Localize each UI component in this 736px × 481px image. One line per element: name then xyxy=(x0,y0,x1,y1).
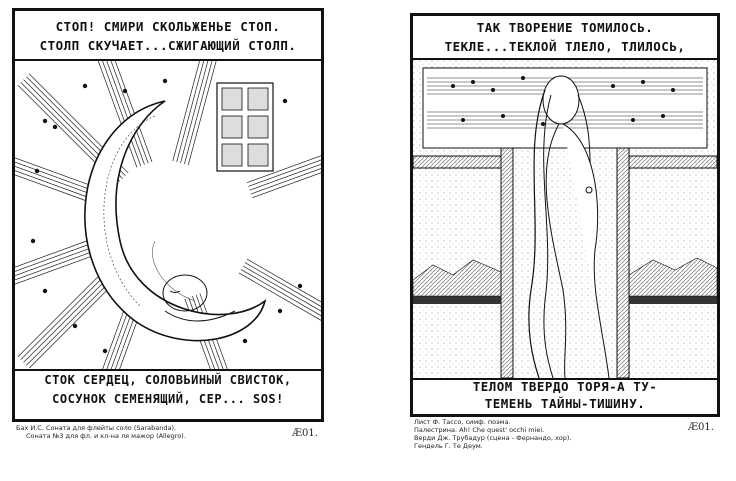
right-music-notes: Лист Ф. Тассо, симф. поэма. Палестрина. … xyxy=(414,418,572,450)
left-bottom-caption: СТОК СЕРДЕЦ, СОЛОВЬИНЫЙ СВИСТОК, СОСУНОК… xyxy=(15,371,321,409)
right-illustration-drawing xyxy=(413,60,717,378)
left-top-caption: СТОП! СМИРИ СКОЛЬЖЕНЬЕ СТОП. СТОЛП СКУЧА… xyxy=(15,17,321,55)
left-bottom-caption-line-2: СОСУНОК СЕМЕНЯЩИЙ, СЕР... SOS! xyxy=(52,392,284,406)
right-comic-panel: ТАК ТВОРЕНИЕ ТОМИЛОСЬ. ТЕКЛЕ...ТЕКЛОЙ ТЛ… xyxy=(410,13,720,417)
music-note-marks xyxy=(30,78,303,354)
photo-grid xyxy=(216,82,274,172)
right-top-caption-line-1: ТАК ТВОРЕНИЕ ТОМИЛОСЬ. xyxy=(476,20,654,35)
left-bottom-caption-line-1: СТОК СЕРДЕЦ, СОЛОВЬИНЫЙ СВИСТОК, xyxy=(44,373,292,387)
left-comic-panel: СТОП! СМИРИ СКОЛЬЖЕНЬЕ СТОП. СТОЛП СКУЧА… xyxy=(12,8,324,422)
window-frame xyxy=(413,147,717,378)
woman-figure xyxy=(528,75,610,378)
left-top-caption-line-1: СТОП! СМИРИ СКОЛЬЖЕНЬЕ СТОП. xyxy=(55,19,281,34)
left-illustration-drawing xyxy=(15,61,321,369)
left-top-caption-line-2: СТОЛП СКУЧАЕТ...СЖИГАЮЩИЙ СТОЛП. xyxy=(39,38,297,53)
left-illustration xyxy=(15,59,321,371)
left-note-line-2: Соната №3 для фл. и кл-на ля мажор (Alle… xyxy=(26,432,186,440)
right-bottom-caption: ТЕЛОМ ТВЕРДО ТОРЯ-А ТУ- ТЕМЕНЬ ТАЙНЫ-ТИШ… xyxy=(413,378,717,412)
sleeping-child-figure xyxy=(162,274,236,322)
left-music-notes: Бах И.С. Соната для флейты соло (Saraban… xyxy=(16,424,186,440)
left-signature: Æ01. xyxy=(292,428,318,439)
right-note-line-2: Палестрина. Ah! Che quest' occhi miei. xyxy=(414,426,545,434)
right-note-line-3: Верди Дж. Трубадур (сцена - Фернандо, хо… xyxy=(414,434,572,442)
city-rooftops xyxy=(413,257,717,297)
crescent-moon-shape xyxy=(84,100,267,342)
right-signature: Æ01. xyxy=(688,422,714,433)
right-bottom-caption-line-2: ТЕМЕНЬ ТАЙНЫ-ТИШИНУ. xyxy=(484,396,646,411)
right-illustration xyxy=(413,58,717,380)
right-note-line-4: Гендель Г. Те Деум. xyxy=(414,442,483,450)
left-note-line-1: Бах И.С. Соната для флейты соло (Saraban… xyxy=(16,424,177,432)
right-bottom-caption-line-1: ТЕЛОМ ТВЕРДО ТОРЯ-А ТУ- xyxy=(472,379,658,394)
right-top-caption-line-2: ТЕКЛЕ...ТЕКЛОЙ ТЛЕЛО, ТЛИЛОСЬ, xyxy=(444,39,686,54)
right-top-caption: ТАК ТВОРЕНИЕ ТОМИЛОСЬ. ТЕКЛЕ...ТЕКЛОЙ ТЛ… xyxy=(413,18,717,56)
right-note-line-1: Лист Ф. Тассо, симф. поэма. xyxy=(414,418,511,426)
